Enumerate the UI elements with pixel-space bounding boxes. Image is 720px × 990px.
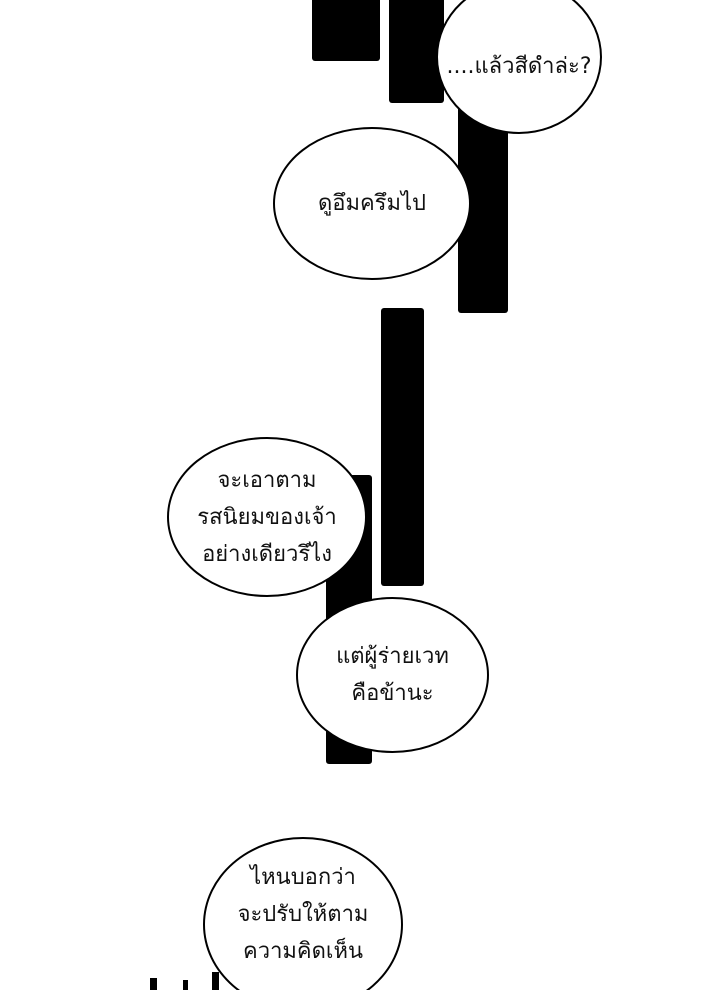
bubble-text: แต่ผู้ร่ายเวท (336, 644, 449, 669)
bubble-text: ....แล้วสีดำล่ะ? (446, 53, 592, 79)
black-panel-strip (312, 0, 380, 61)
speech-bubble: แต่ผู้ร่ายเวท คือข้านะ (296, 597, 489, 753)
speech-bubble: ....แล้วสีดำล่ะ? (436, 0, 602, 134)
bubble-text: คือข้านะ (351, 681, 434, 706)
black-panel-strip (389, 0, 444, 103)
speech-bubble: จะเอาตาม รสนิยมของเจ้า อย่างเดียวรึไง (167, 437, 367, 597)
black-panel-strip (381, 308, 424, 586)
bubble-text: จะปรับให้ตาม (237, 902, 369, 927)
bubble-text: ดูอึมครึมไป (317, 191, 427, 216)
bubble-text: รสนิยมของเจ้า (197, 504, 337, 530)
cropped-lettering (183, 980, 188, 990)
bubble-text: อย่างเดียวรึไง (202, 541, 332, 567)
cropped-lettering (150, 978, 157, 990)
bubble-text: ไหนบอกว่า (250, 865, 356, 890)
bubble-text: จะเอาตาม (217, 467, 317, 493)
speech-bubble: ดูอึมครึมไป (273, 127, 471, 280)
cropped-lettering (212, 972, 219, 990)
bubble-text: ความคิดเห็น (243, 939, 363, 964)
speech-bubble: ไหนบอกว่า จะปรับให้ตาม ความคิดเห็น (203, 837, 403, 990)
